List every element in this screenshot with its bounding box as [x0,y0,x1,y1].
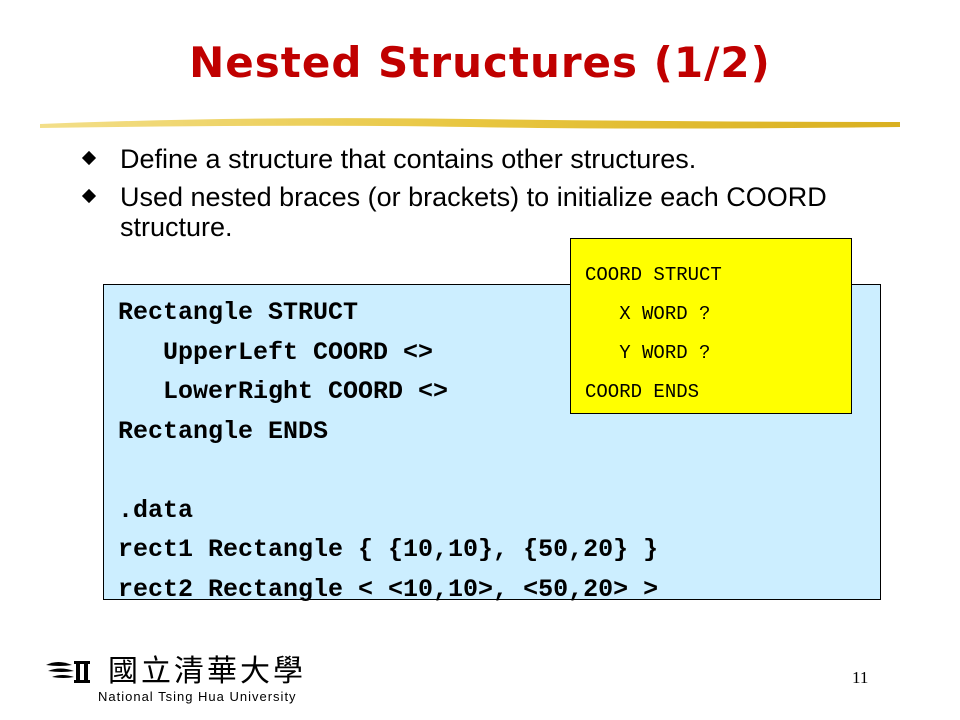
page-number: 11 [852,668,869,687]
code-line: Rectangle STRUCT [118,298,359,327]
code-line: .data [118,495,194,525]
code-line: rect1 Rectangle { {10,10}, {50,20} } [118,535,659,564]
bullet-item: Define a structure that contains other s… [80,144,920,174]
bullet-list: Define a structure that contains other s… [80,144,920,250]
code-line: Rectangle ENDS [118,416,329,446]
university-emblem-icon [46,661,90,683]
university-logo: 國立清華大學 National Tsing Hua University [44,655,303,707]
struct-line: COORD ENDS [585,381,700,403]
logo-chinese-name: 國立清華大學 [108,654,306,689]
bullet-text: Used nested braces (or brackets) to init… [120,182,827,242]
code-line: UpperLeft COORD <> [118,337,434,367]
bullet-item: Used nested braces (or brackets) to init… [80,182,920,242]
code-line [118,451,658,491]
code-line: LowerRight COORD <> [118,377,449,406]
bullet-text: Define a structure that contains other s… [120,144,697,174]
struct-line: COORD STRUCT [585,264,722,286]
title-underline [40,118,900,129]
logo-english-name: National Tsing Hua University [98,689,297,704]
coord-struct-callout: COORD STRUCT X WORD ? Y WORD ? COORD END… [570,238,852,414]
struct-line: X WORD ? [585,303,711,325]
code-line: rect2 Rectangle < <10,10>, <50,20> > [118,574,659,604]
slide-title: Nested Structures (1/2) [189,38,771,87]
struct-line: Y WORD ? [585,342,711,364]
diamond-bullet-icon [81,150,97,166]
diamond-bullet-icon [81,188,97,204]
